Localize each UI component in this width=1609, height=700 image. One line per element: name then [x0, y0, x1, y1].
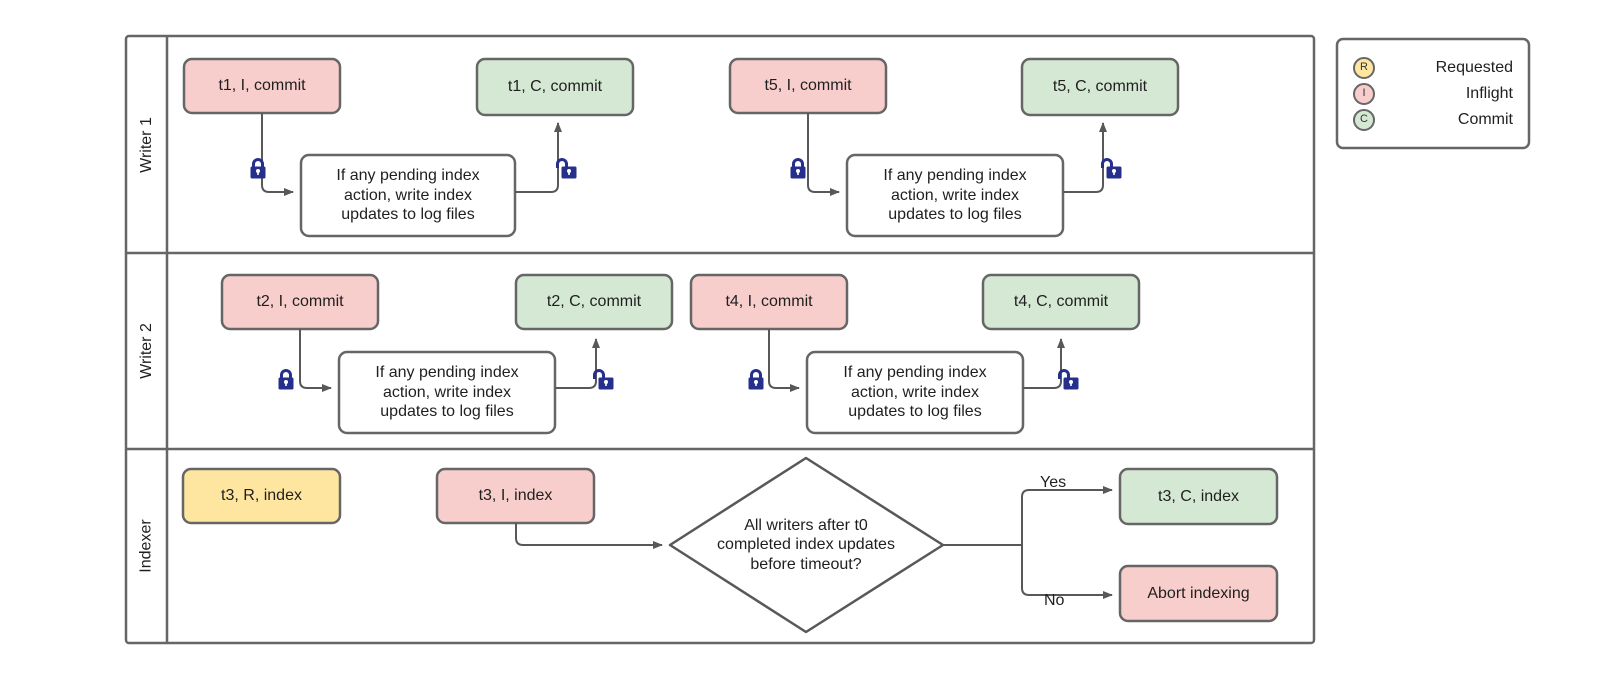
node-w1-t1-commit[interactable] [475, 57, 635, 117]
unlocked-icon [556, 158, 577, 179]
edge-label-yes: Yes [1040, 474, 1067, 491]
edge-ix-no [1021, 545, 1113, 599]
locked-icon [250, 158, 266, 179]
edge-w1-process-to-commit [515, 122, 562, 193]
node-ix-t3-commit[interactable] [1118, 467, 1279, 526]
locked-icon [748, 369, 764, 390]
node-ix-abort[interactable] [1118, 564, 1279, 623]
legend-badge-letter-requested: R [1360, 61, 1368, 73]
node-ix-decision[interactable] [668, 456, 945, 634]
node-w1-t5-commit[interactable] [1020, 57, 1180, 117]
locked-icon [278, 369, 294, 390]
node-w2-t2-inflight[interactable] [220, 273, 380, 331]
unlocked-icon [1101, 158, 1122, 179]
legend-badge-commit-icon [1353, 109, 1375, 131]
edge-w1-t1-to-process [261, 113, 294, 196]
legend-label-commit: Commit [1457, 111, 1513, 128]
lane-label-writer2-text: Writer 2 [137, 323, 155, 379]
edge-w1-t5-to-process [807, 113, 840, 196]
lane-label-writer2: Writer 2 [126, 253, 167, 449]
node-w2-process-b[interactable] [805, 350, 1025, 435]
unlocked-icon [593, 369, 614, 390]
edge-w2-t2-to-process [299, 329, 332, 392]
edge-ix-yes [1021, 486, 1113, 545]
node-ix-t3-inflight[interactable] [435, 467, 596, 525]
node-w1-t1-inflight[interactable] [182, 57, 342, 115]
edge-w1-process-b-to-commit [1063, 122, 1107, 193]
lane-label-writer1-text: Writer 1 [137, 116, 155, 173]
legend-label-requested: Requested [1435, 59, 1513, 76]
lane-writer2-shapes [220, 273, 1141, 435]
lane-label-indexer-text: Indexer [137, 519, 155, 573]
unlocked-icon [1058, 369, 1079, 390]
edge-w2-process-b-to-commit [1023, 338, 1065, 389]
edge-w2-t4-to-process [768, 329, 800, 392]
edge-ix-inflight-to-decision [515, 523, 663, 549]
node-w2-t2-commit[interactable] [514, 273, 674, 331]
lock-icons-group [250, 158, 1122, 390]
node-ix-t3-requested[interactable] [181, 467, 342, 525]
legend-badge-letter-commit: C [1360, 113, 1368, 125]
legend-outline [1335, 37, 1531, 150]
legend-badge-letter-inflight: I [1362, 87, 1366, 99]
node-w1-t5-inflight[interactable] [728, 57, 888, 115]
lane-label-indexer: Indexer [126, 449, 167, 643]
legend-label-inflight: Inflight [1465, 85, 1513, 102]
lane-label-writer1: Writer 1 [126, 36, 167, 253]
lane-writer1-shapes [182, 57, 1180, 238]
locked-icon [790, 158, 806, 179]
legend-badge-requested-icon [1353, 57, 1375, 79]
node-w2-t4-commit[interactable] [981, 273, 1141, 331]
node-w2-t4-inflight[interactable] [689, 273, 849, 331]
node-w1-process-b[interactable] [845, 153, 1065, 238]
edge-w2-process-to-commit [555, 338, 600, 389]
legend-box [1335, 37, 1531, 150]
lane-indexer-shapes [181, 456, 1279, 634]
legend-badge-inflight-icon [1353, 83, 1375, 105]
edge-label-no: No [1044, 592, 1065, 609]
node-w2-process-a[interactable] [337, 350, 557, 435]
node-w1-process-a[interactable] [299, 153, 517, 238]
